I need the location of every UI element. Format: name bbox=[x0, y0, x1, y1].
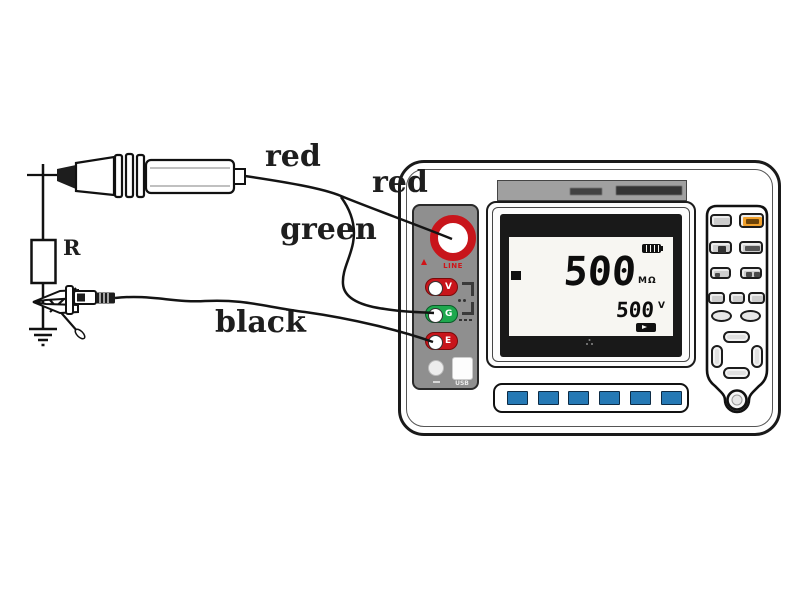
line-terminal bbox=[430, 215, 476, 261]
resistor bbox=[30, 238, 57, 285]
panel-marking-dots-2 bbox=[459, 319, 462, 321]
function-key-1 bbox=[507, 391, 528, 405]
resistance-unit: MΩ bbox=[638, 276, 657, 286]
voltage-unit: V bbox=[658, 301, 665, 311]
keypad-button-oval-right bbox=[740, 310, 761, 322]
keypad-button-r3r bbox=[740, 267, 762, 279]
resistor-label: R bbox=[63, 235, 81, 260]
high-voltage-warning-icon bbox=[421, 259, 427, 265]
nav-down-button bbox=[723, 367, 750, 379]
black-wire-label: black bbox=[215, 305, 306, 340]
probe-body bbox=[74, 155, 116, 197]
green-wire-label: green bbox=[280, 212, 377, 247]
aux-jack-label-mark bbox=[433, 381, 440, 383]
v-terminal-jack bbox=[428, 281, 443, 296]
function-key-5 bbox=[630, 391, 651, 405]
test-probe bbox=[27, 152, 246, 199]
usb-port-label: USB bbox=[455, 380, 469, 387]
live-circuit-icon bbox=[636, 323, 656, 332]
line-terminal-label: LINE bbox=[443, 262, 463, 270]
bezel-logo-dots bbox=[586, 343, 588, 345]
model-text-blur bbox=[616, 186, 682, 195]
keypad-button-r2l bbox=[709, 241, 732, 254]
panel-marking-dots bbox=[458, 299, 461, 302]
v-terminal-label: V bbox=[445, 282, 452, 292]
probe-barrel bbox=[144, 158, 236, 195]
keypad-button-r3l bbox=[710, 267, 731, 279]
g-terminal: G bbox=[425, 305, 458, 323]
jumper-bracket-bottom bbox=[462, 302, 474, 315]
alligator-clip bbox=[32, 285, 115, 340]
battery-icon bbox=[642, 244, 661, 253]
keypad-button-s3 bbox=[748, 292, 765, 304]
nav-right-button bbox=[751, 345, 763, 368]
e-terminal: E bbox=[425, 332, 458, 350]
nav-up-button bbox=[723, 331, 750, 343]
g-terminal-label: G bbox=[445, 309, 453, 319]
keypad-outline bbox=[705, 204, 769, 414]
probe-tail bbox=[233, 168, 246, 185]
red-wire-label-1: red bbox=[265, 139, 321, 174]
function-key-6 bbox=[661, 391, 682, 405]
clip-lower-jaw bbox=[32, 301, 79, 315]
display-frame-inner-line bbox=[492, 207, 690, 362]
clip-boot bbox=[73, 290, 97, 305]
keypad-button-s2 bbox=[729, 292, 745, 304]
e-terminal-label: E bbox=[445, 336, 452, 346]
strap-hole-inner bbox=[731, 394, 743, 406]
keypad-button-backlight bbox=[739, 213, 764, 228]
function-key-3 bbox=[568, 391, 589, 405]
e-terminal-jack bbox=[428, 335, 443, 350]
red-wire-label-2: red bbox=[372, 165, 428, 200]
function-key-2 bbox=[538, 391, 559, 405]
g-terminal-jack bbox=[428, 308, 443, 323]
battery-icon-nub bbox=[661, 246, 663, 251]
v-terminal: V bbox=[425, 278, 458, 296]
function-key-4 bbox=[599, 391, 620, 405]
keypad-button-r2r bbox=[739, 241, 763, 254]
keypad-button-oval-left bbox=[711, 310, 732, 322]
brand-text-blur bbox=[570, 188, 602, 195]
resistance-reading: 500 bbox=[562, 249, 638, 295]
lcd-annunciator-square bbox=[511, 271, 521, 280]
jumper-bracket-top bbox=[462, 282, 474, 296]
aux-jack bbox=[428, 360, 444, 376]
keypad-button-power bbox=[710, 214, 732, 227]
clip-connector bbox=[96, 292, 115, 304]
nav-left-button bbox=[711, 345, 723, 368]
usb-port bbox=[452, 357, 473, 380]
voltage-reading: 500 bbox=[615, 298, 655, 322]
probe-cone bbox=[57, 165, 76, 189]
ground-symbol bbox=[29, 327, 57, 347]
lcd-screen bbox=[509, 237, 673, 336]
clip-upper-jaw bbox=[32, 288, 79, 303]
keypad-button-s1 bbox=[708, 292, 725, 304]
